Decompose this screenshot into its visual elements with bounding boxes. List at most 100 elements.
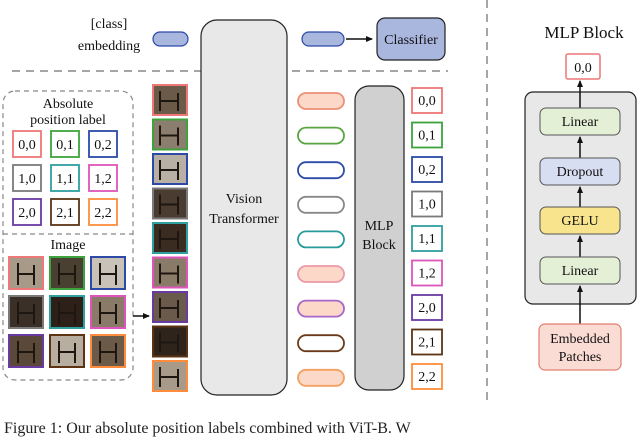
chair-silhouette (159, 91, 179, 111)
mlp-block-label-1: MLP (365, 219, 394, 234)
position-label-text: 2,2 (94, 206, 112, 221)
position-label-box (88, 130, 118, 158)
output-label-box (411, 294, 443, 321)
output-label-text: 0,0 (418, 94, 436, 109)
patch-token (297, 126, 345, 145)
class-embedding-label-2: embedding (78, 39, 140, 54)
mlp-detail-output-box (565, 53, 601, 80)
mlp-layer-gelu (539, 206, 621, 235)
mlp-layer-dropout-label: Dropout (557, 165, 604, 180)
chair-silhouette (17, 263, 35, 285)
output-label-box (411, 363, 443, 390)
mlp-detail-title: MLP Block (544, 23, 624, 42)
output-label-text: 1,0 (418, 198, 436, 213)
sequence-patch (152, 256, 188, 289)
position-label-text: 0,2 (94, 138, 112, 153)
patch-token (297, 299, 345, 318)
mlp-block-box (354, 85, 405, 391)
chair-silhouette (17, 341, 35, 363)
image-patch-grid (8, 256, 126, 368)
mlp-layer-linear-top-label: Linear (562, 115, 599, 130)
position-label-text: 2,1 (56, 206, 74, 221)
chair-silhouette (99, 341, 117, 363)
vision-transformer-label-1: Vision (226, 192, 263, 207)
output-label-text: 0,2 (418, 163, 436, 178)
position-label-text: 1,2 (94, 172, 112, 187)
output-label-text: 2,1 (418, 336, 436, 351)
abs-pos-title-1: Absolute (43, 97, 94, 112)
abs-pos-title-2: position label (30, 113, 106, 128)
output-label-text: 1,2 (418, 267, 436, 282)
class-embedding-label-1: [class] (91, 17, 128, 32)
patch-token (297, 368, 345, 387)
label-image-panel (2, 90, 134, 381)
mlp-layer-gelu-label: GELU (561, 214, 598, 229)
class-token (152, 31, 189, 47)
chair-silhouette (159, 160, 179, 180)
mlp-layer-linear-top (539, 107, 621, 136)
chair-silhouette (159, 263, 179, 284)
output-label-text: 2,0 (418, 301, 436, 316)
sequence-patch (152, 187, 188, 220)
position-label-text: 0,1 (56, 138, 74, 153)
position-label-box (50, 164, 80, 192)
position-label-text: 1,0 (18, 172, 36, 187)
sequence-patch (152, 118, 188, 151)
patch-token (297, 92, 345, 110)
chair-silhouette (159, 298, 179, 318)
sequence-patch (152, 222, 188, 254)
output-label-text: 0,1 (418, 129, 436, 144)
position-label-box (12, 198, 42, 226)
position-label-box (88, 198, 118, 226)
chair-silhouette (17, 302, 35, 324)
chair-silhouette (159, 332, 179, 353)
position-label-box (12, 164, 42, 192)
output-label-text: 2,2 (418, 370, 436, 385)
patch-strip (152, 84, 188, 392)
class-output-token (301, 31, 345, 47)
patch-token (297, 161, 345, 180)
mlp-detail-output-label: 0,0 (574, 61, 592, 76)
position-label-box (50, 130, 80, 158)
vision-transformer-box (200, 19, 288, 396)
mlp-layer-dropout (539, 157, 621, 186)
output-label-box (411, 87, 443, 114)
position-label-text: 0,0 (18, 138, 36, 153)
output-position-labels: 0,0 0,1 0,2 1,0 1,1 1,2 2,0 2,1 2,2 (411, 87, 443, 390)
figure-caption: Figure 1: Our absolute position labels c… (4, 420, 411, 437)
vision-transformer-label-2: Transformer (209, 212, 279, 227)
output-label-box (411, 121, 443, 149)
output-tokens (297, 92, 345, 387)
output-label-box (411, 328, 443, 356)
chair-silhouette (159, 229, 179, 249)
chair-silhouette (159, 194, 179, 215)
chair-silhouette (58, 302, 76, 324)
mlp-detail-input-label-2: Patches (559, 350, 602, 365)
image-patch (49, 295, 85, 329)
patch-token (297, 230, 345, 249)
chair-silhouette (58, 263, 76, 285)
chair-silhouette (99, 263, 117, 285)
output-label-box (411, 190, 443, 218)
chair-silhouette (159, 367, 179, 387)
output-label-box (411, 259, 443, 287)
output-label-box (411, 156, 443, 183)
patch-token (297, 265, 345, 283)
position-label-text: 2,0 (18, 206, 36, 221)
image-title: Image (51, 238, 86, 253)
chair-silhouette (159, 125, 179, 146)
patch-token (297, 195, 345, 214)
mlp-detail-input-label-1: Embedded (550, 332, 610, 347)
chair-silhouette (58, 341, 76, 363)
patch-token (297, 334, 345, 353)
classifier-label: Classifier (384, 33, 438, 48)
position-label-box (50, 198, 80, 226)
output-label-text: 1,1 (418, 232, 436, 247)
output-label-box (411, 225, 443, 252)
position-label-box (88, 164, 118, 192)
mlp-layer-linear-bottom (539, 256, 621, 285)
mlp-layer-linear-bottom-label: Linear (562, 264, 599, 279)
chair-silhouette (99, 302, 117, 324)
classifier-box (376, 17, 446, 61)
mlp-block-label-2: Block (362, 238, 395, 253)
